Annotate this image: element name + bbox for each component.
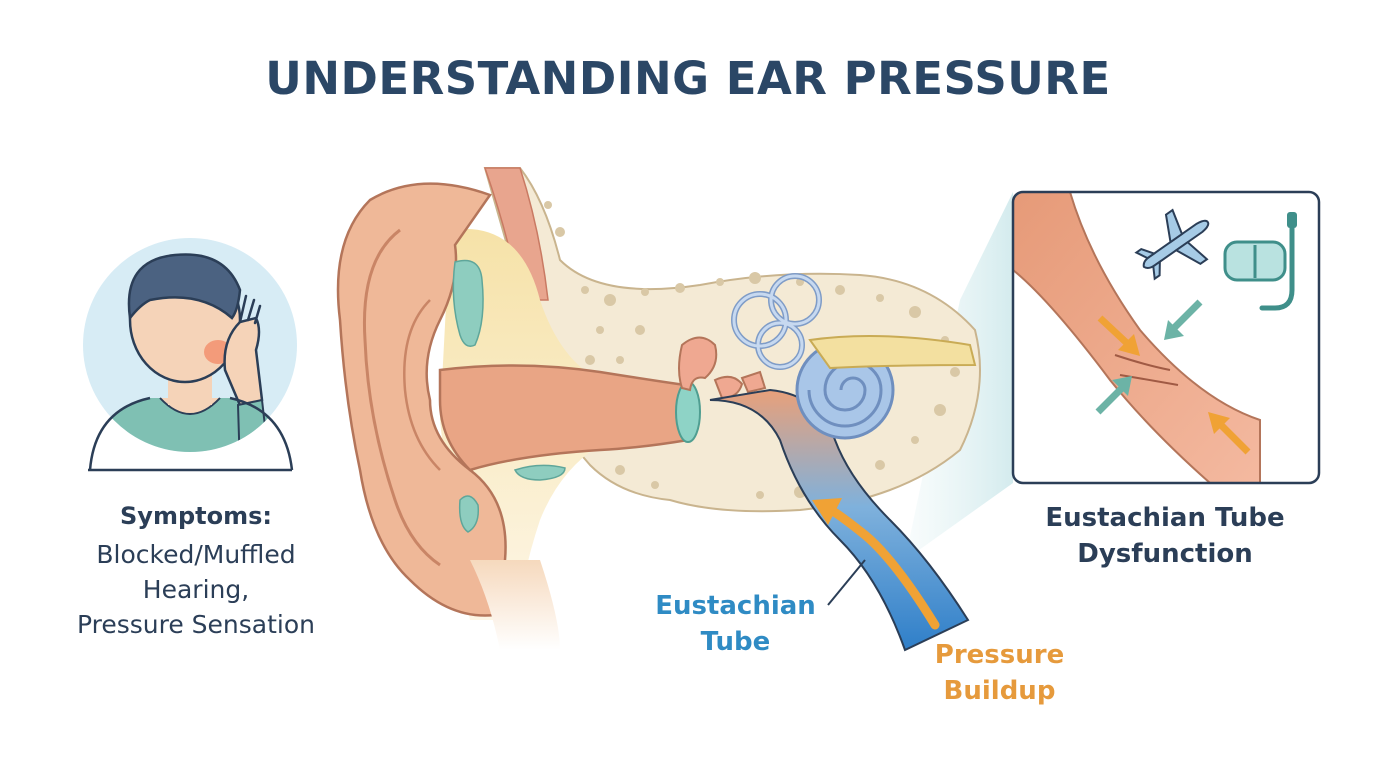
eustachian-pointer (827, 559, 866, 606)
airplane-icon (1134, 208, 1210, 281)
dysfunction-label-line: Dysfunction (1077, 539, 1253, 569)
dysfunction-label: Eustachian Tube Dysfunction (1010, 500, 1320, 572)
dysfunction-label-line: Eustachian Tube (1045, 503, 1285, 533)
ossicles (678, 336, 767, 400)
ear-canal (438, 364, 690, 472)
symptoms-line: Pressure Sensation (76, 610, 316, 639)
eustachian-label-line: Eustachian (655, 591, 816, 621)
symptoms-heading: Symptoms: (120, 502, 272, 530)
eustachian-tube-label: Eustachian Tube (628, 588, 843, 660)
pressure-arrow-icon (823, 503, 940, 630)
eustachian-label-line: Tube (700, 627, 771, 657)
page-title: UNDERSTANDING EAR PRESSURE (265, 52, 1111, 105)
auditory-nerve (808, 335, 977, 370)
eardrum (675, 381, 701, 443)
inset-arrows (1095, 299, 1251, 455)
pressure-label-line: Buildup (943, 676, 1056, 706)
ear-cross-section (336, 167, 981, 652)
symptoms-description: Blocked/Muffled Hearing, Pressure Sensat… (40, 537, 352, 642)
dysfunction-inset (1011, 190, 1321, 485)
diving-mask-snorkel-icon (1223, 212, 1297, 311)
symptoms-line: Hearing, (142, 575, 250, 604)
symptoms-line: Blocked/Muffled (96, 540, 296, 569)
person-holding-ear-icon (83, 238, 297, 472)
pressure-buildup-label: Pressure Buildup (912, 637, 1087, 709)
pressure-label-line: Pressure (934, 640, 1065, 670)
